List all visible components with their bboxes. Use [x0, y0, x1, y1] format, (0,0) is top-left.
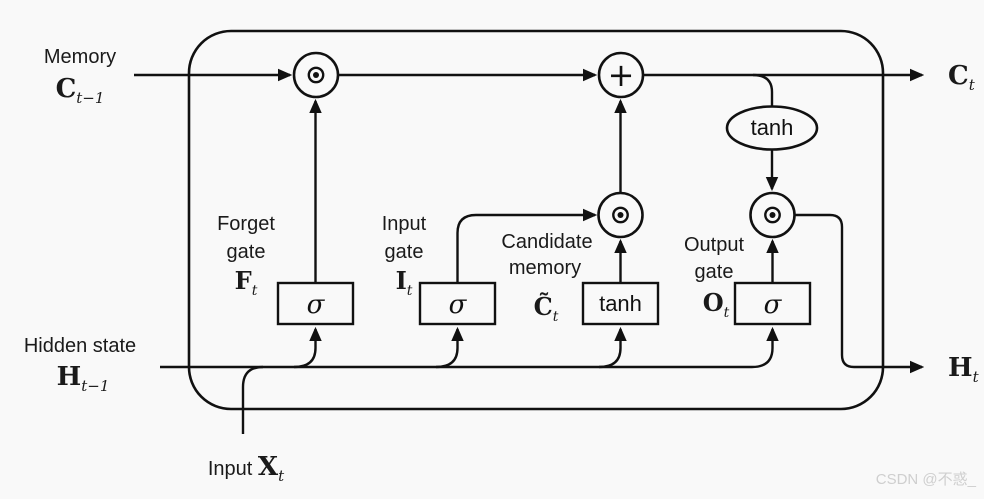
branch-to-tanh-wire: [598, 326, 627, 369]
elementwise-product-node-candidate: [597, 191, 644, 239]
branch-to-input-wire: [435, 326, 464, 369]
input-gate-symbol: I: [396, 266, 407, 295]
candidate-tanh-op: tanh: [599, 291, 642, 316]
memory-in-label: Memory Ct−1: [44, 46, 116, 107]
hidden-out-subscript: t: [973, 368, 980, 386]
plus-icon: +: [608, 56, 635, 94]
svg-text:Input Xt: Input Xt: [208, 452, 285, 485]
svg-text:Memory: Memory: [44, 46, 116, 68]
hidden-in-symbol: H: [57, 362, 82, 392]
svg-text:memory: memory: [509, 257, 581, 279]
forget-gate-symbol: F: [235, 266, 252, 295]
elementwise-product-node-output: [749, 191, 796, 239]
svg-text:Ct: Ct: [948, 61, 976, 94]
svg-text:C̃t: C̃t: [534, 292, 559, 325]
output-gate-subscript: t: [724, 305, 730, 321]
memory-in-symbol: C: [56, 74, 77, 104]
circled-dot-icon: [764, 206, 781, 224]
hidden-out-label: Ht: [948, 353, 980, 386]
candidate-memory-label: Candidate memory C̃t: [501, 231, 592, 325]
tanh-branch-wire: [752, 73, 774, 106]
elementwise-product-node-forget: [292, 51, 340, 99]
lstm-cell-border: [187, 29, 885, 411]
hidden-out-wire: [794, 213, 925, 374]
memory-out-label: Ct: [948, 61, 976, 94]
input-x-subscript: t: [278, 467, 285, 485]
svg-text:Ht−1: Ht−1: [57, 362, 110, 395]
candidate-subscript: t: [553, 309, 559, 325]
svg-text:Ht: Ht: [948, 353, 980, 386]
input-gate-elbow-wire: [456, 208, 598, 282]
hidden-out-symbol: H: [948, 353, 973, 383]
svg-text:gate: gate: [227, 241, 266, 263]
svg-text:Hidden state: Hidden state: [24, 335, 136, 357]
svg-text:Ct−1: Ct−1: [56, 74, 105, 107]
input-gate-subscript: t: [407, 283, 413, 299]
candidate-symbol: C̃: [534, 292, 553, 321]
svg-text:Output: Output: [684, 234, 744, 256]
memory-out-subscript: t: [969, 76, 976, 94]
svg-text:gate: gate: [385, 241, 424, 263]
watermark: CSDN @不惑_: [876, 471, 977, 488]
input-x-merge-wire: [241, 365, 264, 434]
forget-gate-subscript: t: [252, 283, 258, 299]
forget-gate-op: σ: [307, 290, 326, 320]
svg-text:gate: gate: [695, 261, 734, 283]
hidden-input-merged-wire: [160, 326, 779, 369]
hidden-in-subscript: t−1: [81, 377, 109, 395]
tanh-node-label: tanh: [751, 115, 794, 140]
candidate-tanh-box: tanh: [581, 281, 660, 326]
memory-out-symbol: C: [948, 61, 969, 91]
svg-text:It: It: [396, 266, 413, 299]
forget-gate-label: Forget gate Ft: [217, 213, 275, 299]
memory-in-subscript: t−1: [76, 89, 104, 107]
output-gate-box: σ: [733, 281, 812, 326]
svg-text:Ft: Ft: [235, 266, 258, 299]
input-gate-label: Input gate It: [382, 213, 427, 299]
input-gate-box: σ: [418, 281, 497, 326]
svg-text:Forget: Forget: [217, 213, 275, 235]
input-x-label: Input Xt: [208, 452, 285, 485]
circled-dot-icon: [307, 66, 325, 84]
circled-dot-icon: [612, 206, 629, 224]
sum-node: +: [597, 51, 645, 99]
svg-text:Ot: Ot: [703, 288, 730, 321]
output-gate-op: σ: [764, 290, 783, 320]
hidden-state-in-label: Hidden state Ht−1: [24, 335, 136, 395]
input-x-word: Input: [208, 458, 258, 480]
output-gate-label: Output gate Ot: [684, 234, 744, 321]
tanh-activation-node: tanh: [725, 105, 819, 151]
input-x-symbol: X: [258, 452, 279, 482]
input-gate-op: σ: [449, 290, 468, 320]
svg-text:Candidate: Candidate: [501, 231, 592, 253]
svg-text:Input: Input: [382, 213, 427, 235]
output-gate-symbol: O: [703, 288, 724, 317]
forget-gate-box: σ: [276, 281, 355, 326]
branch-to-forget-wire: [293, 326, 322, 369]
